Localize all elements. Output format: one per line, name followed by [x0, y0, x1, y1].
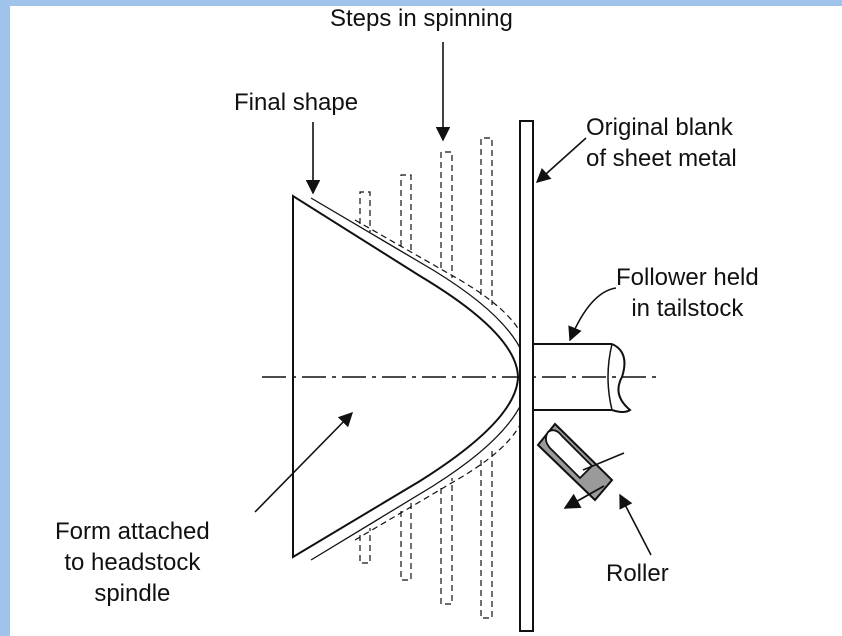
- label-original-blank: Original blank of sheet metal: [586, 112, 737, 174]
- original-blank-sheet: [519, 120, 534, 632]
- label-form-line3: spindle: [94, 580, 171, 607]
- roller-leader-arrow: [619, 493, 652, 556]
- roller-shaft-line: [582, 452, 625, 471]
- label-final-shape: Final shape: [234, 89, 359, 116]
- step-4-upper: [480, 137, 493, 305]
- step-1-upper: [359, 191, 371, 232]
- step-3-upper: [440, 151, 453, 278]
- form-leader-arrow: [254, 411, 354, 513]
- label-follower: Follower held in tailstock: [616, 262, 759, 324]
- step-2-lower: [400, 503, 412, 581]
- step-1-lower: [359, 528, 371, 564]
- spinning-steps-lower: [359, 450, 493, 619]
- follower-cylinder: [533, 343, 632, 413]
- label-form-line2: to headstock: [64, 549, 201, 576]
- label-roller: Roller: [606, 560, 669, 587]
- step-4-lower: [480, 450, 493, 619]
- step-2-upper: [400, 174, 412, 254]
- spinning-steps-upper: [359, 137, 493, 305]
- label-original-blank-line1: Original blank: [586, 114, 733, 141]
- roller-wheel: [545, 429, 594, 480]
- follower-leader-arrow: [568, 287, 617, 342]
- label-follower-line1: Follower held: [616, 264, 759, 291]
- frame-border-top: [0, 0, 842, 6]
- frame-border-left: [0, 0, 10, 636]
- label-form: Form attached to headstock spindle: [55, 516, 210, 609]
- step-3-lower: [440, 478, 453, 605]
- label-form-line1: Form attached: [55, 518, 210, 545]
- final-shape-outline: [310, 197, 529, 561]
- label-original-blank-line2: of sheet metal: [586, 145, 737, 172]
- label-follower-line2: in tailstock: [631, 295, 744, 322]
- form-mandrel: [292, 194, 520, 559]
- roller: [536, 422, 625, 509]
- original-blank-leader-arrow: [535, 137, 587, 183]
- label-steps-in-spinning: Steps in spinning: [330, 5, 513, 32]
- roller-direction-arrow: [563, 485, 605, 509]
